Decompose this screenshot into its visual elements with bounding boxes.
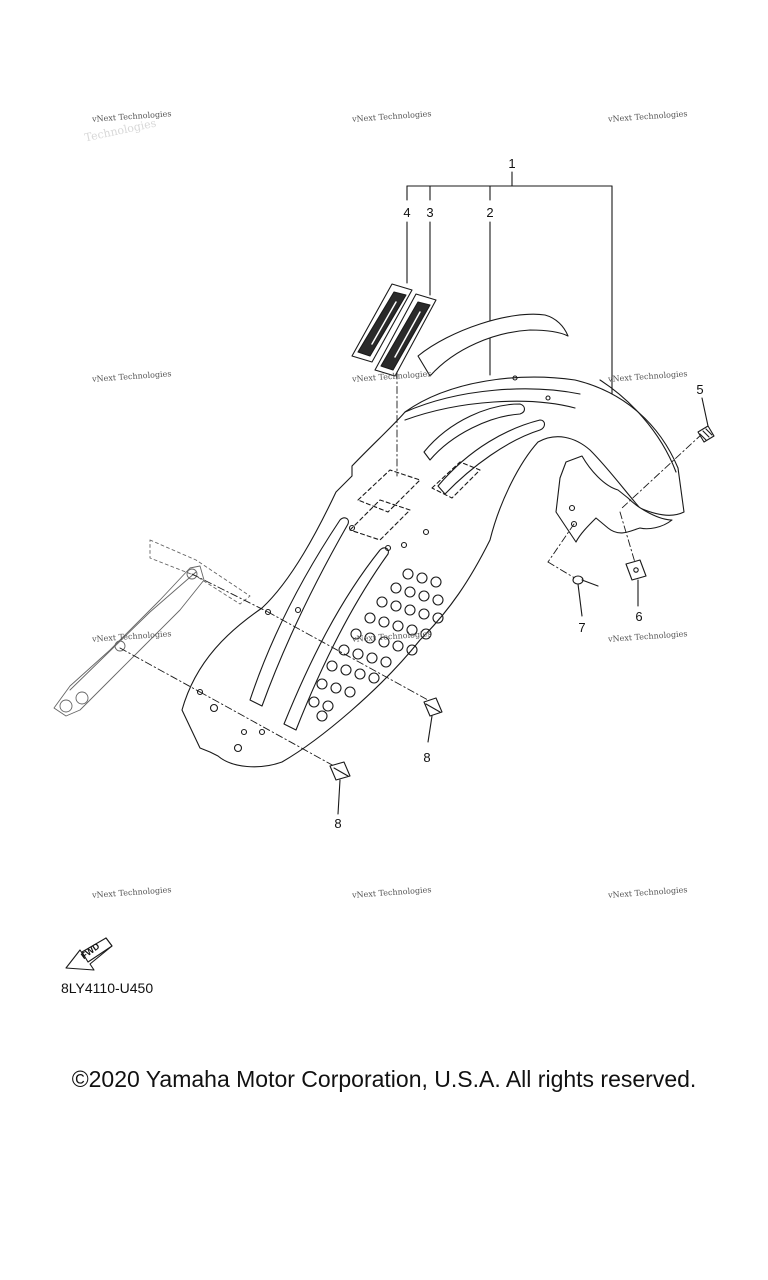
fwd-label: FWD [79, 940, 102, 962]
callout-6: 6 [635, 609, 643, 624]
callout-8-upper: 8 [423, 750, 431, 765]
callout-8-lower: 8 [334, 816, 342, 831]
callout-7: 7 [578, 620, 586, 635]
callout-2: 2 [486, 205, 494, 220]
screw-5 [697, 397, 715, 443]
callout-5: 5 [696, 382, 704, 397]
rear-fender [181, 376, 685, 768]
fender-trim-strip [417, 313, 569, 377]
rivet-7 [572, 575, 599, 617]
callout-4: 4 [403, 205, 411, 220]
label-sticker-3 [374, 293, 437, 377]
frame-swingarm [53, 539, 251, 717]
fender-hole-pattern [308, 568, 444, 722]
fwd-arrow-icon [65, 937, 113, 971]
bolt-8-lower [329, 761, 351, 815]
fwd-indicator: FWD [62, 932, 114, 976]
diagram-code: 8LY4110-U450 [61, 980, 154, 996]
callout-1: 1 [508, 156, 516, 171]
clip-nut-6 [625, 559, 647, 607]
bolt-8-upper [423, 697, 443, 743]
copyright-notice: ©2020 Yamaha Motor Corporation, U.S.A. A… [71, 1066, 697, 1092]
label-sticker-4 [351, 283, 413, 363]
assembly-leader-lines [119, 371, 703, 767]
rear-bracket-plate [555, 455, 673, 543]
callout-3: 3 [426, 205, 434, 220]
